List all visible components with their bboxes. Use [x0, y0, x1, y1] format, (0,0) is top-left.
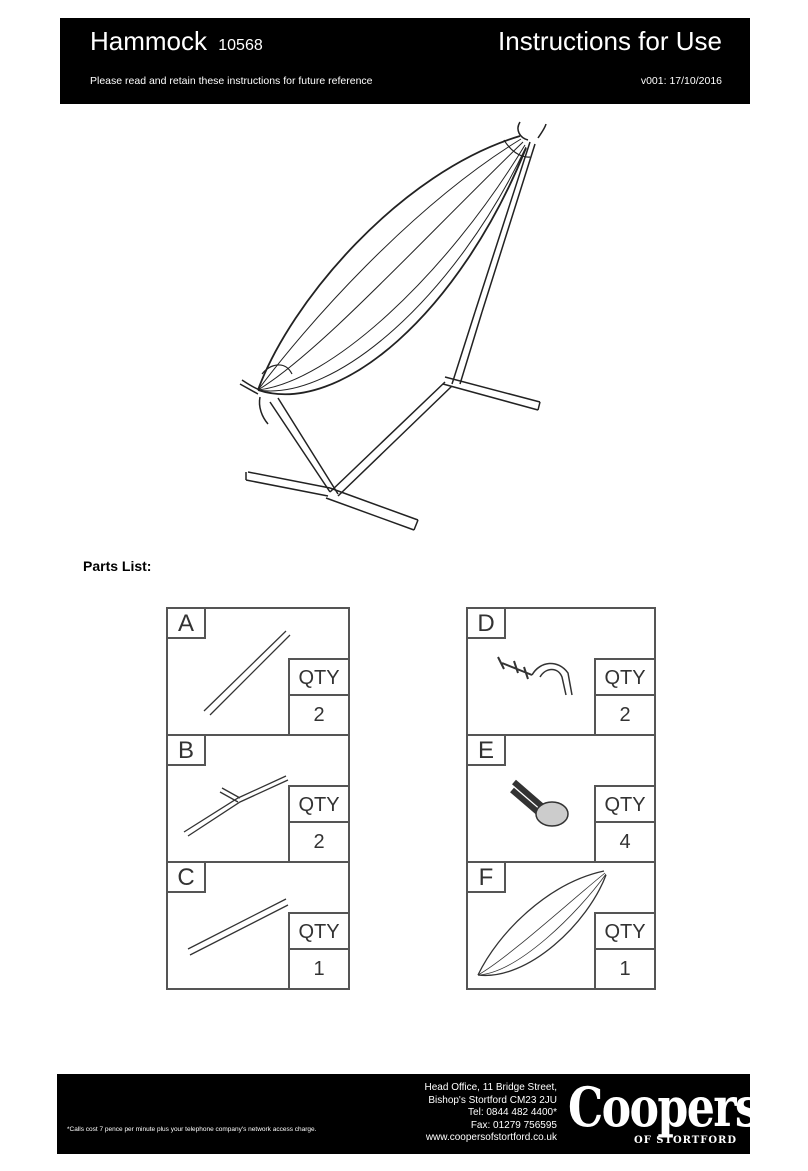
part-letter: B	[168, 736, 206, 766]
parts-column-left: A QTY 2 B QTY 2 C QTY 1	[166, 607, 350, 990]
part-f: F QTY 1	[466, 861, 656, 990]
qty-label: QTY	[290, 787, 348, 823]
qty-box: QTY 1	[288, 912, 348, 988]
qty-box: QTY 2	[288, 658, 348, 734]
header-subtitle: Please read and retain these instruction…	[90, 75, 373, 87]
parts-column-right: D QTY 2 E QTY 4 F QTY 1	[466, 607, 656, 990]
part-a: A QTY 2	[166, 607, 350, 734]
qty-value: 2	[313, 831, 325, 853]
qty-box: QTY 1	[594, 912, 654, 988]
qty-label: QTY	[596, 787, 654, 823]
parts-list-heading: Parts List:	[83, 558, 152, 574]
qty-label: QTY	[596, 660, 654, 696]
qty-value: 1	[313, 958, 325, 980]
qty-value: 4	[619, 831, 631, 853]
website-line[interactable]: www.coopersofstortford.co.uk	[425, 1132, 557, 1143]
coopers-logo: Coopers	[568, 1075, 760, 1139]
qty-label: QTY	[290, 914, 348, 950]
coopers-logo-subtext: OF STORTFORD	[634, 1135, 738, 1146]
footer-banner: Head Office, 11 Bridge Street, Bishop's …	[57, 1074, 760, 1154]
qty-value: 2	[619, 704, 631, 726]
fax-line: Fax: 01279 756595	[470, 1119, 557, 1131]
product-number: 10568	[218, 37, 263, 54]
part-letter: C	[168, 863, 206, 893]
qty-box: QTY 2	[594, 658, 654, 734]
qty-value: 2	[313, 704, 325, 726]
call-cost-note: *Calls cost 7 pence per minute plus your…	[67, 1126, 317, 1133]
head-office-address: Head Office, 11 Bridge Street, Bishop's …	[425, 1082, 557, 1145]
document-title: Instructions for Use	[498, 26, 722, 56]
phone-line: Tel: 0844 482 4400*	[468, 1107, 557, 1118]
qty-label: QTY	[596, 914, 654, 950]
part-c: C QTY 1	[166, 861, 350, 990]
part-d: D QTY 2	[466, 607, 656, 734]
header-banner: Hammock 10568 Instructions for Use Pleas…	[60, 18, 750, 104]
qty-box: QTY 4	[594, 785, 654, 861]
assembled-hammock-illustration	[239, 121, 547, 531]
hook-d-illustration	[497, 656, 573, 696]
pole-a-illustration	[203, 630, 291, 716]
product-title: Hammock 10568	[90, 26, 263, 57]
foot-e-illustration	[510, 779, 569, 827]
part-b: B QTY 2	[166, 734, 350, 861]
product-name: Hammock	[90, 26, 208, 56]
part-letter: F	[468, 863, 506, 893]
address-line: Head Office, 11 Bridge Street,	[424, 1082, 557, 1093]
address-line: Bishop's Stortford CM23 2JU	[428, 1094, 557, 1106]
version-date: v001: 17/10/2016	[640, 75, 722, 87]
part-e: E QTY 4	[466, 734, 656, 861]
part-letter: E	[468, 736, 506, 766]
part-letter: A	[168, 609, 206, 639]
pole-b-illustration	[183, 775, 289, 837]
hammock-f-illustration	[477, 870, 607, 976]
qty-label: QTY	[290, 660, 348, 696]
qty-box: QTY 2	[288, 785, 348, 861]
part-letter: D	[468, 609, 506, 639]
qty-value: 1	[619, 958, 631, 980]
pole-c-illustration	[187, 898, 289, 956]
